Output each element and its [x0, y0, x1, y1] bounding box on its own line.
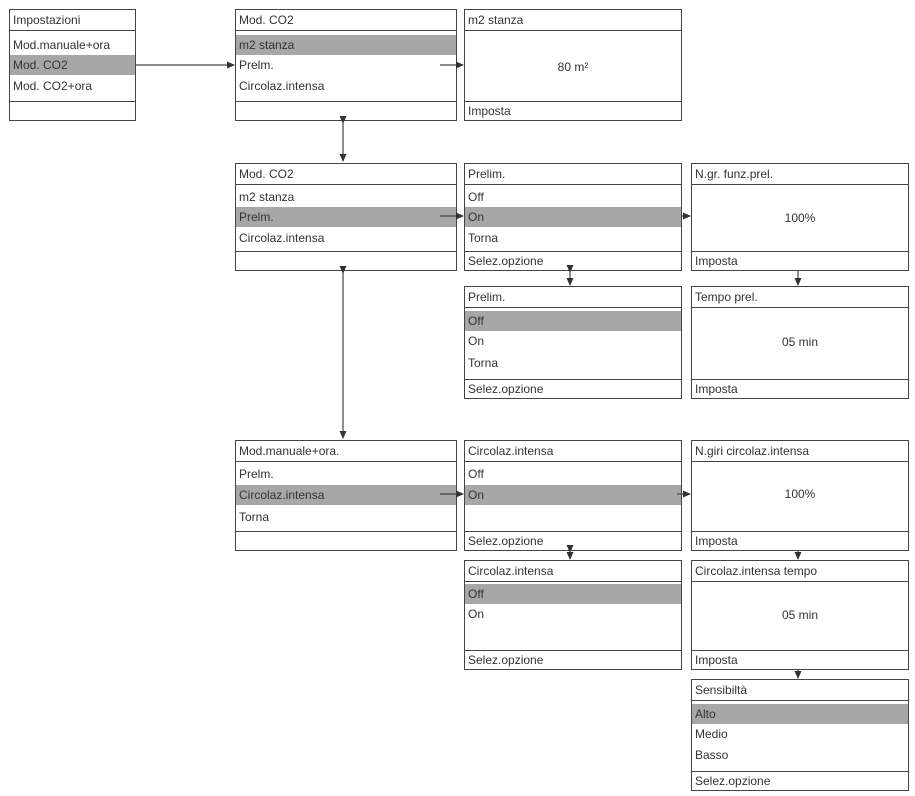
panel-mod-manuale-ora: Mod.manuale+ora. Prelm. Circolaz.intensa… — [235, 440, 457, 551]
panel-footer-empty — [236, 531, 456, 550]
imposta-footer[interactable]: Imposta — [692, 531, 908, 550]
option-on[interactable]: On — [468, 607, 485, 621]
panel-mod-co2-top: Mod. CO2 m2 stanza Prelm. Circolaz.inten… — [235, 9, 457, 121]
panel-title: Impostazioni — [10, 10, 135, 31]
menu-item-prelim[interactable]: Prelm. — [239, 467, 274, 481]
panel-circolaz-intensa-off: Circolaz.intensa Off On Selez.opzione — [464, 560, 682, 670]
option-off[interactable]: Off — [465, 311, 681, 331]
panel-title: Mod. CO2 — [236, 164, 456, 185]
imposta-footer[interactable]: Imposta — [692, 251, 908, 270]
panel-title: Tempo prel. — [692, 287, 908, 308]
panel-n-gir-funz-prel: N.gr. funz.prel. 100% Imposta — [691, 163, 909, 271]
selez-opzione-footer[interactable]: Selez.opzione — [465, 379, 681, 398]
option-on[interactable]: On — [465, 485, 681, 505]
option-off[interactable]: Off — [468, 190, 484, 204]
imposta-footer[interactable]: Imposta — [692, 650, 908, 669]
selez-opzione-footer[interactable]: Selez.opzione — [692, 771, 908, 790]
menu-item-prelim[interactable]: Prelm. — [236, 207, 456, 227]
option-on[interactable]: On — [465, 207, 681, 227]
imposta-footer[interactable]: Imposta — [692, 379, 908, 398]
imposta-footer[interactable]: Imposta — [465, 101, 681, 120]
selez-opzione-footer[interactable]: Selez.opzione — [465, 251, 681, 270]
menu-item-circolaz-intensa[interactable]: Circolaz.intensa — [239, 79, 325, 93]
selez-opzione-footer[interactable]: Selez.opzione — [465, 650, 681, 669]
menu-item-m2-stanza[interactable]: m2 stanza — [236, 35, 456, 55]
panel-tempo-prel: Tempo prel. 05 min Imposta — [691, 286, 909, 399]
panel-circolaz-intensa-tempo: Circolaz.intensa tempo 05 min Imposta — [691, 560, 909, 670]
panel-title: Mod. CO2 — [236, 10, 456, 31]
panel-footer-empty — [236, 101, 456, 120]
value-minutes: 05 min — [781, 608, 819, 622]
option-medio[interactable]: Medio — [695, 727, 728, 741]
menu-item-mod-co2-ora[interactable]: Mod. CO2+ora — [13, 79, 93, 93]
panel-title: Circolaz.intensa — [465, 561, 681, 582]
panel-title: N.gr. funz.prel. — [692, 164, 908, 185]
menu-item-torna[interactable]: Torna — [239, 510, 270, 524]
selez-opzione-footer[interactable]: Selez.opzione — [465, 531, 681, 550]
option-off[interactable]: Off — [465, 584, 681, 604]
panel-title: Sensibiltà — [692, 680, 908, 701]
panel-circolaz-intensa-on: Circolaz.intensa Off On Selez.opzione — [464, 440, 682, 551]
panel-n-giri-circolaz: N.giri circolaz.intensa 100% Imposta — [691, 440, 909, 551]
panel-footer-empty — [10, 101, 135, 120]
option-on[interactable]: On — [468, 334, 485, 348]
panel-footer-empty — [236, 251, 456, 270]
option-alto[interactable]: Alto — [692, 704, 908, 724]
panel-title: Prelim. — [465, 164, 681, 185]
menu-item-prelim[interactable]: Prelm. — [239, 58, 274, 72]
option-torna[interactable]: Torna — [468, 231, 499, 245]
option-basso[interactable]: Basso — [695, 748, 729, 762]
panel-title: N.giri circolaz.intensa — [692, 441, 908, 462]
menu-item-circolaz-intensa[interactable]: Circolaz.intensa — [239, 231, 325, 245]
panel-prelim-on: Prelim. Off On Torna Selez.opzione — [464, 163, 682, 271]
panel-mod-co2-mid: Mod. CO2 m2 stanza Prelm. Circolaz.inten… — [235, 163, 457, 271]
panel-title: Prelim. — [465, 287, 681, 308]
menu-item-mod-co2[interactable]: Mod. CO2 — [10, 55, 135, 75]
panel-title: Circolaz.intensa — [465, 441, 681, 462]
value-m2-stanza: 80 m² — [557, 60, 589, 74]
menu-item-m2-stanza[interactable]: m2 stanza — [239, 190, 295, 204]
option-torna[interactable]: Torna — [468, 356, 499, 370]
panel-title: Circolaz.intensa tempo — [692, 561, 908, 582]
panel-sensibilita: Sensibiltà Alto Medio Basso Selez.opzion… — [691, 679, 909, 791]
option-off[interactable]: Off — [468, 467, 484, 481]
value-minutes: 05 min — [781, 335, 819, 349]
panel-title: m2 stanza — [465, 10, 681, 31]
panel-m2-stanza: m2 stanza 80 m² Imposta — [464, 9, 682, 121]
value-percentage: 100% — [784, 487, 816, 501]
value-percentage: 100% — [784, 211, 816, 225]
panel-prelim-off: Prelim. Off On Torna Selez.opzione — [464, 286, 682, 399]
menu-item-mod-manuale-ora[interactable]: Mod.manuale+ora — [13, 38, 111, 52]
menu-item-circolaz-intensa[interactable]: Circolaz.intensa — [236, 485, 456, 505]
panel-impostazioni: Impostazioni Mod.manuale+ora Mod. CO2 Mo… — [9, 9, 136, 121]
panel-title: Mod.manuale+ora. — [236, 441, 456, 462]
